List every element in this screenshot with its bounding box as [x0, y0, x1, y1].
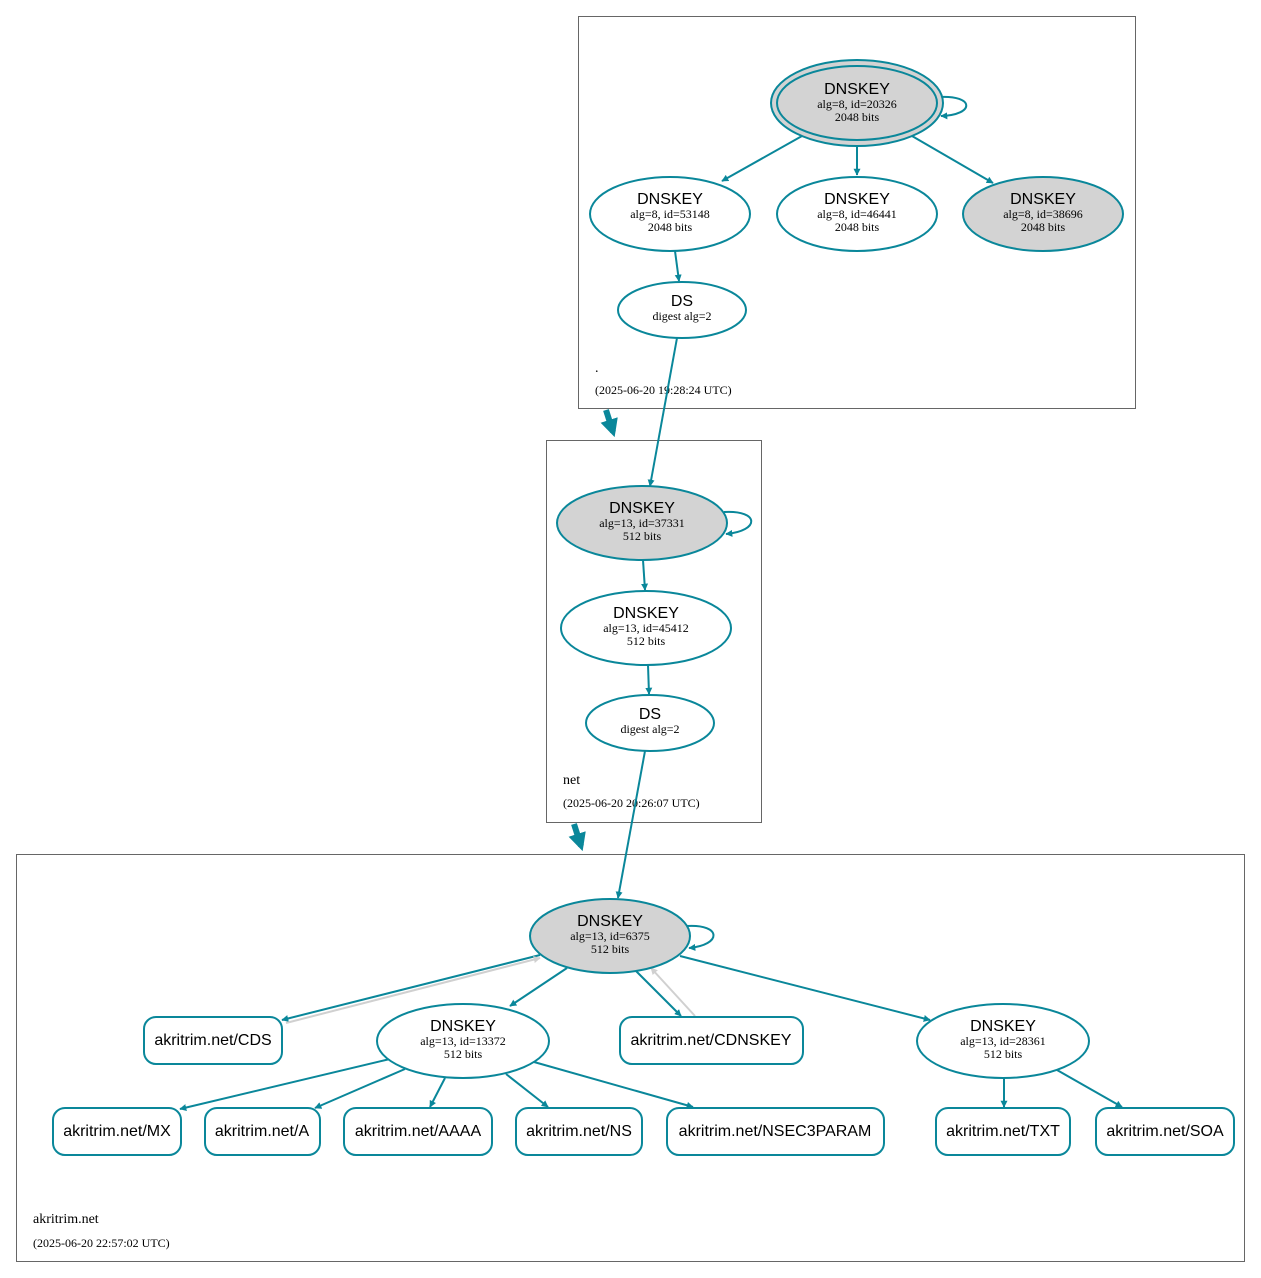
- rrset-label: akritrim.net/NS: [526, 1123, 632, 1140]
- zone-akritrim-timestamp: (2025-06-20 22:57:02 UTC): [33, 1236, 170, 1250]
- node-key-info: alg=8, id=53148: [630, 207, 710, 221]
- node-key-size: 2048 bits: [835, 220, 880, 234]
- rrset-txt: akritrim.net/TXT: [935, 1107, 1071, 1156]
- akritrim-zsk1-node: DNSKEY alg=13, id=13372 512 bits: [376, 1003, 550, 1079]
- node-title: DNSKEY: [970, 1018, 1036, 1035]
- node-title: DNSKEY: [637, 191, 703, 208]
- rrset-label: akritrim.net/CDS: [154, 1032, 271, 1049]
- edge-root-ds-to-net-ksk: [647, 337, 678, 487]
- rrset-aaaa: akritrim.net/AAAA: [343, 1107, 493, 1156]
- zone-net-name: net: [563, 773, 580, 788]
- edge-net-ds-to-akritrim-ksk: [615, 750, 646, 899]
- edge-zsk2-to-soa: [1056, 1069, 1123, 1108]
- rrset-label: akritrim.net/SOA: [1106, 1123, 1224, 1140]
- rrset-label: akritrim.net/NSEC3PARAM: [679, 1123, 872, 1140]
- self-sign-edge-net-ksk: [723, 510, 753, 537]
- rrset-label: akritrim.net/CDNSKEY: [631, 1032, 792, 1049]
- node-digest-info: digest alg=2: [652, 309, 711, 323]
- root-zsk2-node: DNSKEY alg=8, id=46441 2048 bits: [776, 176, 938, 252]
- node-key-size: 2048 bits: [835, 110, 880, 124]
- node-key-size: 512 bits: [984, 1047, 1023, 1061]
- net-zsk-node: DNSKEY alg=13, id=45412 512 bits: [560, 590, 732, 666]
- node-key-info: alg=8, id=38696: [1003, 207, 1083, 221]
- root-ds-node: DS digest alg=2: [617, 281, 747, 339]
- node-title: DNSKEY: [1010, 191, 1076, 208]
- node-key-info: alg=8, id=46441: [817, 207, 897, 221]
- rrset-cds: akritrim.net/CDS: [143, 1016, 283, 1065]
- edge-zsk1-to-aaaa: [429, 1077, 446, 1108]
- rrset-label: akritrim.net/MX: [63, 1123, 171, 1140]
- edge-zsk1-to-ns: [505, 1073, 549, 1108]
- edge-zsk1-to-nsec3param: [533, 1061, 694, 1109]
- akritrim-zsk2-node: DNSKEY alg=13, id=28361 512 bits: [916, 1003, 1090, 1079]
- zone-akritrim-name: akritrim.net: [33, 1212, 99, 1227]
- edge-cdnskey-to-ksk: [650, 967, 696, 1017]
- node-key-info: alg=13, id=37331: [599, 516, 685, 530]
- zone-root-name: .: [595, 361, 599, 376]
- node-title: DNSKEY: [824, 81, 890, 98]
- node-key-info: alg=13, id=45412: [603, 621, 689, 635]
- node-key-size: 2048 bits: [648, 220, 693, 234]
- edge-ksk-to-zsk1: [509, 967, 568, 1007]
- node-key-size: 512 bits: [627, 634, 666, 648]
- rrset-mx: akritrim.net/MX: [52, 1107, 182, 1156]
- node-key-info: alg=13, id=28361: [960, 1034, 1046, 1048]
- rrset-nsec3param: akritrim.net/NSEC3PARAM: [666, 1107, 885, 1156]
- node-title: DNSKEY: [430, 1018, 496, 1035]
- edge-net-zsk-to-ds: [645, 664, 653, 695]
- root-zsk1-node: DNSKEY alg=8, id=53148 2048 bits: [589, 176, 751, 252]
- node-key-info: alg=13, id=13372: [420, 1034, 506, 1048]
- rrset-label: akritrim.net/TXT: [946, 1123, 1060, 1140]
- node-key-size: 2048 bits: [1021, 220, 1066, 234]
- rrset-a: akritrim.net/A: [204, 1107, 321, 1156]
- edge-root-ksk-to-zsk1: [721, 135, 803, 182]
- akritrim-ksk-node: DNSKEY alg=13, id=6375 512 bits: [529, 898, 691, 974]
- edge-root-ksk-to-ksk2: [911, 135, 994, 184]
- edge-ksk-to-cds: [281, 954, 541, 1022]
- edge-zsk1-to-a: [314, 1068, 406, 1109]
- node-title: DNSKEY: [613, 605, 679, 622]
- net-ds-node: DS digest alg=2: [585, 694, 715, 752]
- rrset-cdnskey: akritrim.net/CDNSKEY: [619, 1016, 804, 1065]
- self-sign-edge-root-ksk: [938, 95, 968, 120]
- node-title: DNSKEY: [824, 191, 890, 208]
- root-ksk-node: DNSKEY alg=8, id=20326 2048 bits: [770, 59, 944, 147]
- net-ksk-node: DNSKEY alg=13, id=37331 512 bits: [556, 485, 728, 561]
- edge-ksk-to-cdnskey: [635, 970, 682, 1017]
- self-sign-edge-akritrim-ksk: [686, 924, 715, 951]
- delegation-arrow-net-akritrim: [568, 823, 586, 852]
- rrset-label: akritrim.net/AAAA: [355, 1123, 482, 1140]
- node-key-info: alg=13, id=6375: [570, 929, 650, 943]
- node-key-size: 512 bits: [623, 529, 662, 543]
- node-digest-info: digest alg=2: [620, 722, 679, 736]
- root-ksk2-node: DNSKEY alg=8, id=38696 2048 bits: [962, 176, 1124, 252]
- zone-root-timestamp: (2025-06-20 19:28:24 UTC): [595, 383, 732, 397]
- delegation-arrow-root-net: [600, 409, 618, 438]
- node-title: DS: [671, 293, 693, 310]
- node-title: DS: [639, 706, 661, 723]
- node-title: DNSKEY: [577, 913, 643, 930]
- edge-ksk-to-zsk2: [679, 955, 931, 1022]
- zone-net-timestamp: (2025-06-20 20:26:07 UTC): [563, 796, 700, 810]
- node-key-size: 512 bits: [591, 942, 630, 956]
- node-key-size: 512 bits: [444, 1047, 483, 1061]
- node-key-info: alg=8, id=20326: [817, 97, 897, 111]
- rrset-label: akritrim.net/A: [215, 1123, 310, 1140]
- edge-cds-to-ksk: [285, 956, 541, 1024]
- rrset-ns: akritrim.net/NS: [515, 1107, 643, 1156]
- edge-net-ksk-to-zsk: [641, 559, 649, 591]
- rrset-soa: akritrim.net/SOA: [1095, 1107, 1235, 1156]
- edge-zsk1-to-mx: [179, 1058, 391, 1111]
- node-title: DNSKEY: [609, 500, 675, 517]
- edge-root-zsk1-to-ds: [674, 250, 682, 282]
